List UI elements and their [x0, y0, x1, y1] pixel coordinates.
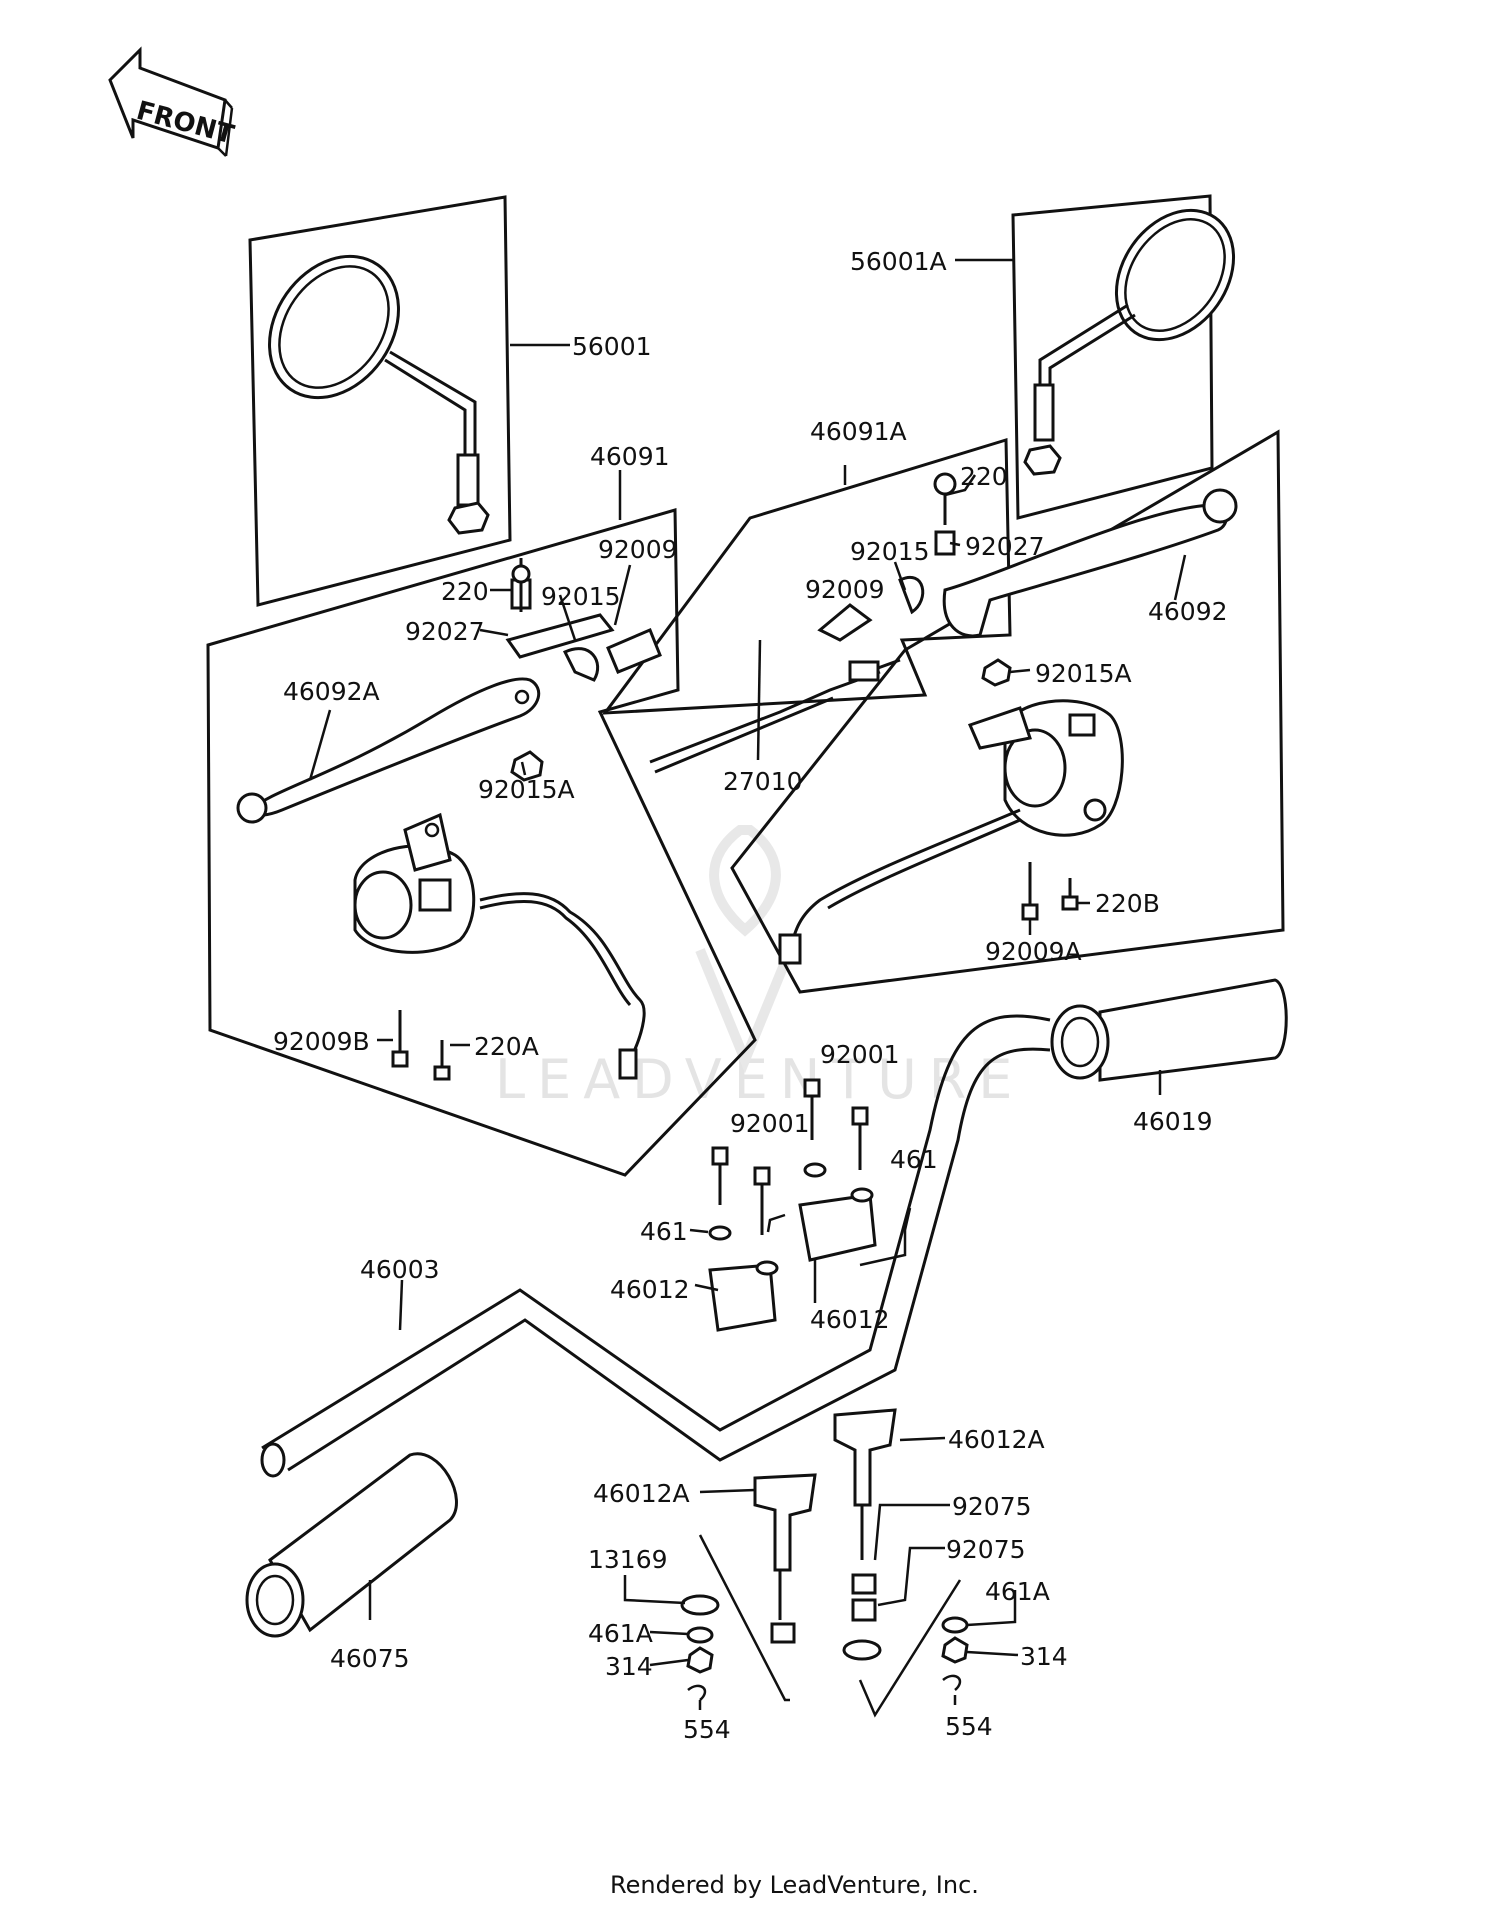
callout-461-b: 461 — [640, 1217, 688, 1246]
callout-461A-right: 461A — [985, 1577, 1050, 1606]
callout-46019: 46019 — [1133, 1107, 1213, 1136]
handlebar — [260, 1014, 1051, 1478]
leader-lines — [308, 258, 1187, 1710]
callout-56001A: 56001A — [850, 247, 947, 276]
footer-credit: Rendered by LeadVenture, Inc. — [610, 1871, 979, 1899]
callout-46075: 46075 — [330, 1644, 410, 1673]
holder-lower — [680, 1408, 969, 1718]
callout-92015-right: 92015 — [850, 537, 930, 566]
callout-46003: 46003 — [360, 1255, 440, 1284]
screw-92009A-icon — [1021, 862, 1039, 921]
callout-92027-left: 92027 — [405, 617, 485, 646]
screw-220A-icon — [433, 1040, 451, 1081]
callout-220-right: 220 — [960, 462, 1008, 491]
callout-461A-left: 461A — [588, 1619, 653, 1648]
callout-92009-left: 92009 — [598, 535, 678, 564]
callout-92015A-left: 92015A — [478, 775, 575, 804]
front-direction-arrow-icon: FRONT — [108, 46, 237, 157]
callout-92075-a: 92075 — [952, 1492, 1032, 1521]
callout-46012-b: 46012 — [810, 1305, 890, 1334]
callout-92001-a: 92001 — [820, 1040, 900, 1069]
callout-92009-right: 92009 — [805, 575, 885, 604]
frame-left-lever-switch — [206, 508, 757, 1177]
frame-mirror-left — [248, 195, 512, 607]
callout-554-right: 554 — [945, 1712, 993, 1741]
callout-461-a: 461 — [890, 1145, 938, 1174]
switch-housing-left — [353, 812, 646, 1080]
frame-front-brake-lever — [601, 437, 1012, 715]
callout-554-left: 554 — [683, 1715, 731, 1744]
switch-housing-right — [778, 699, 1124, 965]
callout-92075-b: 92075 — [946, 1535, 1026, 1564]
grip-right — [1050, 978, 1288, 1082]
callout-labels: 56001 56001A 46091 46091A 92009 220 9201… — [273, 247, 1228, 1744]
watermark-logo-icon — [695, 825, 795, 1074]
lever-right-assembly — [649, 472, 1238, 774]
mirror-right — [1023, 208, 1236, 476]
callout-314-left: 314 — [605, 1652, 653, 1681]
callout-46012-a: 46012 — [610, 1275, 690, 1304]
callout-314-right: 314 — [1020, 1642, 1068, 1671]
screw-220B-icon — [1061, 878, 1079, 911]
callout-92001-b: 92001 — [730, 1109, 810, 1138]
mirror-left — [268, 254, 490, 535]
callout-220A: 220A — [474, 1032, 539, 1061]
callout-27010: 27010 — [723, 767, 803, 796]
callout-46012A-a: 46012A — [948, 1425, 1045, 1454]
callout-46092: 46092 — [1148, 597, 1228, 626]
callout-46091: 46091 — [590, 442, 670, 471]
callout-56001: 56001 — [572, 332, 652, 361]
callout-92015A-right: 92015A — [1035, 659, 1132, 688]
grip-left — [245, 1452, 458, 1638]
screw-92009B-icon — [391, 1010, 409, 1068]
callout-46092A: 46092A — [283, 677, 380, 706]
callout-46091A: 46091A — [810, 417, 907, 446]
holder-clamps — [708, 1078, 877, 1332]
frame-right-switch — [730, 429, 1285, 994]
watermark-text: LEADVENTURE — [495, 1048, 1024, 1111]
callout-220B: 220B — [1095, 889, 1160, 918]
lever-left-assembly — [236, 558, 662, 824]
callout-92009B: 92009B — [273, 1027, 370, 1056]
callout-92015-left: 92015 — [541, 582, 621, 611]
callout-46012A-b: 46012A — [593, 1479, 690, 1508]
callout-13169: 13169 — [588, 1545, 668, 1574]
callout-220-left: 220 — [441, 577, 489, 606]
callout-92027-right: 92027 — [965, 532, 1045, 561]
callout-92009A: 92009A — [985, 937, 1082, 966]
frame-mirror-right — [1011, 194, 1214, 520]
